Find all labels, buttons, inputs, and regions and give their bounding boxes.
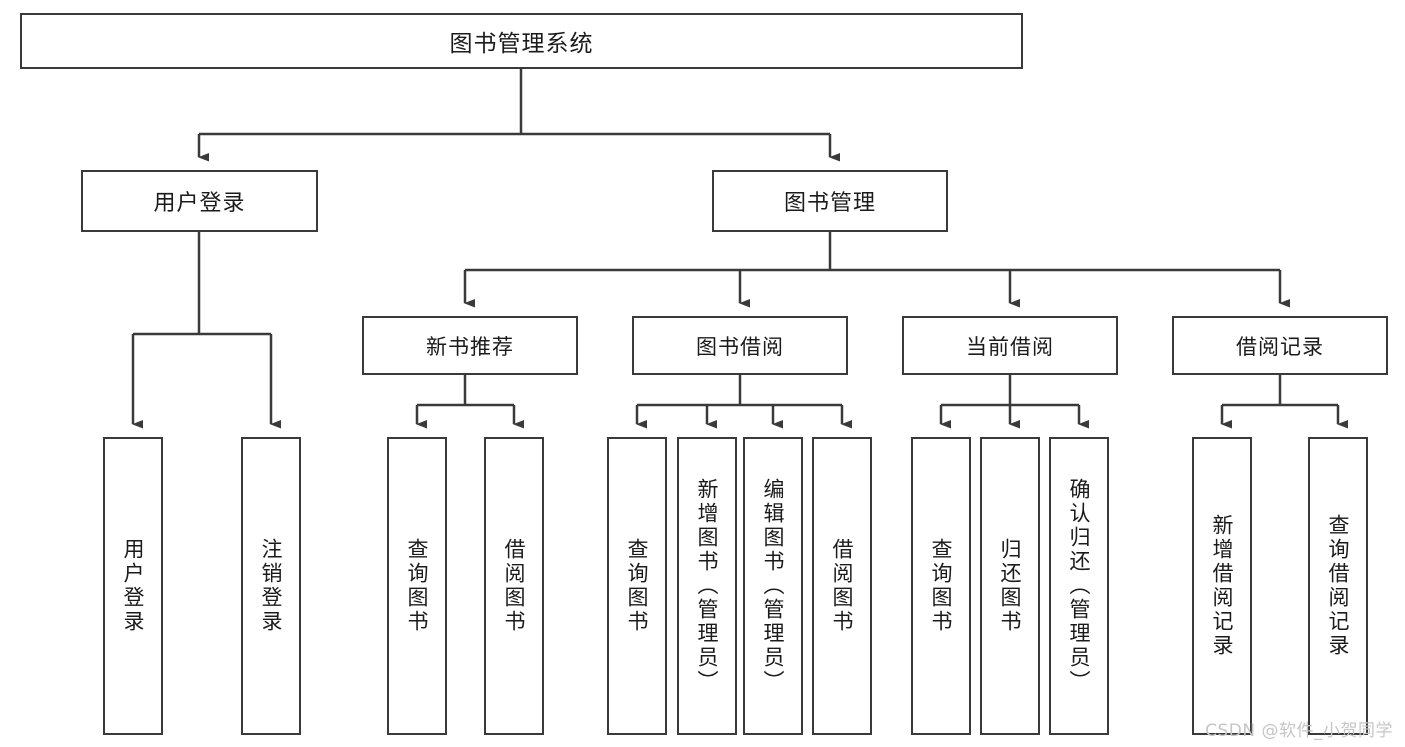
node-label: 新增借阅记录 <box>1210 514 1235 658</box>
node-leaf-add-borrow-record[interactable]: 新增借阅记录 <box>1192 437 1252 735</box>
node-book-management[interactable]: 图书管理 <box>712 170 948 232</box>
node-leaf-user-login[interactable]: 用户登录 <box>103 437 163 735</box>
node-label: 新增图书（管理员） <box>695 478 720 694</box>
node-leaf-query-book-borrow[interactable]: 查询图书 <box>607 437 667 735</box>
node-label: 查询图书 <box>929 538 954 634</box>
node-label: 查询图书 <box>625 538 650 634</box>
node-label: 图书借阅 <box>696 334 784 359</box>
node-label: 借阅图书 <box>502 538 527 634</box>
node-label: 编辑图书（管理员） <box>761 478 786 694</box>
node-leaf-return-book[interactable]: 归还图书 <box>980 437 1040 735</box>
node-label: 用户登录 <box>153 191 246 216</box>
node-label: 借阅记录 <box>1236 334 1324 359</box>
node-leaf-query-book-recommend[interactable]: 查询图书 <box>387 437 447 735</box>
node-label: 图书管理系统 <box>449 31 594 57</box>
node-current-borrow[interactable]: 当前借阅 <box>902 316 1118 375</box>
node-label: 用户登录 <box>121 538 146 634</box>
node-label: 当前借阅 <box>966 334 1054 359</box>
node-label: 查询借阅记录 <box>1326 514 1351 658</box>
node-label: 注销登录 <box>259 538 284 634</box>
node-leaf-confirm-return[interactable]: 确认归还（管理员） <box>1049 437 1109 735</box>
node-leaf-add-book[interactable]: 新增图书（管理员） <box>677 437 737 735</box>
node-new-book-recommend[interactable]: 新书推荐 <box>362 316 578 375</box>
node-leaf-borrow-book-recommend[interactable]: 借阅图书 <box>484 437 544 735</box>
node-book-management-system[interactable]: 图书管理系统 <box>20 13 1023 69</box>
csdn-watermark: CSDN @软件_小贺同学 <box>1205 721 1393 741</box>
node-book-borrow[interactable]: 图书借阅 <box>632 316 848 375</box>
node-label: 归还图书 <box>998 538 1023 634</box>
node-leaf-edit-book[interactable]: 编辑图书（管理员） <box>743 437 803 735</box>
node-label: 新书推荐 <box>426 334 514 359</box>
node-label: 确认归还（管理员） <box>1067 478 1092 694</box>
node-label: 查询图书 <box>405 538 430 634</box>
node-leaf-query-book-current[interactable]: 查询图书 <box>911 437 971 735</box>
node-leaf-query-borrow-record[interactable]: 查询借阅记录 <box>1308 437 1368 735</box>
node-borrow-record[interactable]: 借阅记录 <box>1172 316 1388 375</box>
node-label: 借阅图书 <box>830 538 855 634</box>
node-label: 图书管理 <box>783 191 876 216</box>
node-leaf-borrow-book[interactable]: 借阅图书 <box>812 437 872 735</box>
node-leaf-logout[interactable]: 注销登录 <box>241 437 301 735</box>
node-user-login[interactable]: 用户登录 <box>81 170 318 232</box>
